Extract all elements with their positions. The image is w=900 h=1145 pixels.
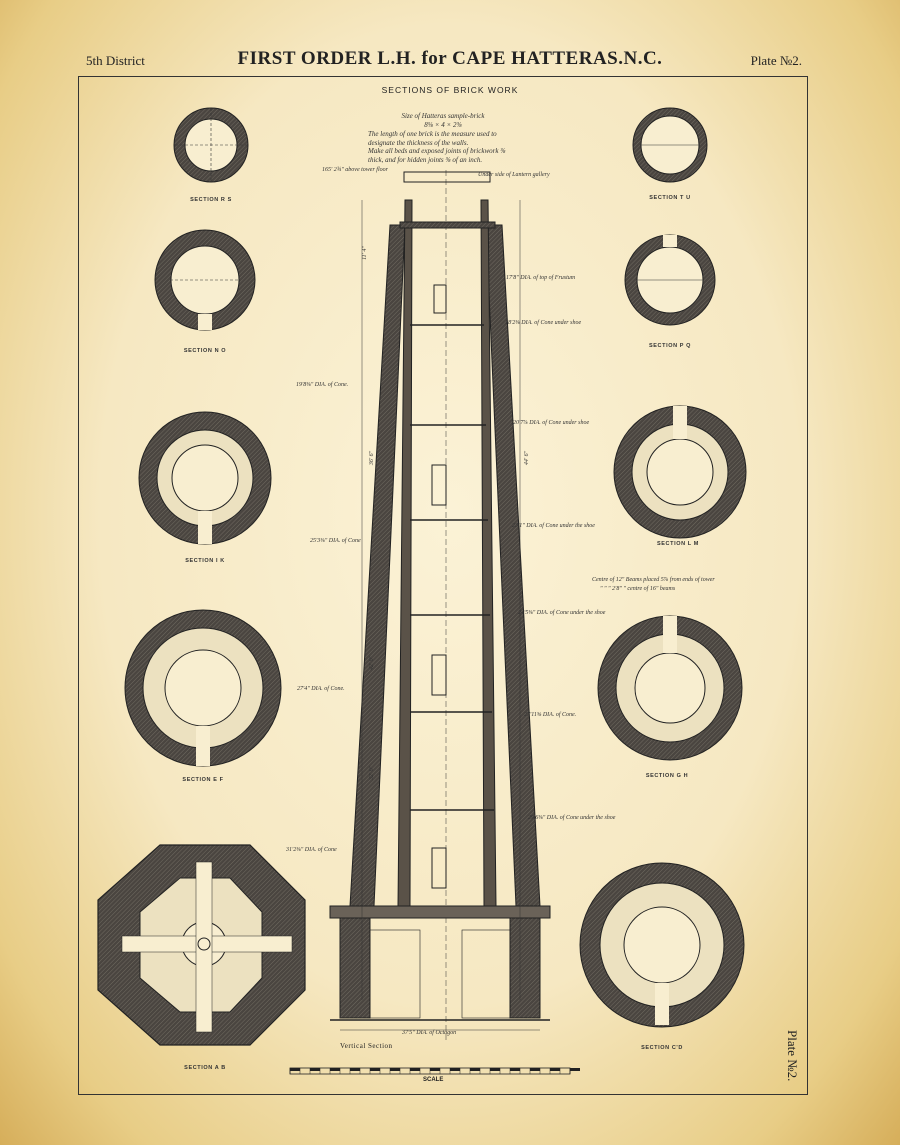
dim-36: 36' 6" — [369, 450, 376, 466]
dim-cone-shoe-2: 20'7⅞ DIA. of Cone under shoe — [513, 420, 590, 426]
brick-size-note: Size of Hatteras sample-brick 8⅝ × 4 × 2… — [378, 112, 508, 129]
district-label: 5th District — [86, 53, 145, 68]
dim-cone-27: 27'4" DIA. of Cone. — [297, 686, 345, 692]
section-pq-caption: SECTION P Q — [649, 343, 691, 349]
beams-note: Centre of 12" Beams placed 5⅞ from ends … — [592, 576, 715, 593]
scale-label: SCALE — [423, 1077, 444, 1083]
scale-bar — [289, 1067, 580, 1075]
section-lm-diagram — [613, 405, 747, 539]
dim-cone-19: 19'8⅝" DIA. of Cone. — [296, 382, 349, 388]
thickness-note-line: Make all beds and exposed joints of bric… — [368, 147, 506, 155]
section-gh-diagram — [597, 615, 743, 761]
scale-segment — [430, 1068, 440, 1071]
scale-segment — [310, 1068, 320, 1071]
dim-cone-27b: 27'11⅝ DIA. of Cone. — [524, 712, 577, 718]
section-no-diagram — [154, 229, 256, 331]
section-lm-caption: SECTION L M — [657, 541, 699, 547]
dim-32: 32' 0" — [369, 765, 376, 781]
plate-number: Plate №2. — [750, 53, 802, 68]
drawing-frame — [78, 76, 808, 1095]
scale-segment — [410, 1068, 420, 1071]
scale-segment — [570, 1068, 580, 1071]
section-rs-diagram — [173, 107, 249, 183]
dim-cone-shoe-5: 29'6⅝" DIA. of Cone under the shoe — [528, 815, 616, 821]
scale-segment — [470, 1068, 480, 1071]
dim-42: 42' 0" — [369, 655, 376, 671]
scale-segment — [350, 1068, 360, 1071]
dim-cone-shoe-1: 18'2⅝ DIA. of Cone under shoe — [505, 320, 582, 326]
scale-segment — [490, 1068, 500, 1071]
dim-frustum: 17'8" DIA. of top of Frustum — [506, 275, 576, 281]
vertical-section-label: Vertical Section — [340, 1042, 393, 1050]
thickness-note-line: The length of one brick is the measure u… — [368, 130, 497, 138]
subtitle: SECTIONS OF BRICK WORK — [381, 85, 519, 95]
scale-segment — [530, 1068, 540, 1071]
scale-segment — [510, 1068, 520, 1071]
dim-lantern: Under side of Lantern gallery — [478, 172, 550, 178]
section-rs-caption: SECTION R S — [190, 197, 232, 203]
scale-segment — [390, 1068, 400, 1071]
dim-44: 44' 6" — [524, 450, 531, 466]
section-ab-caption: SECTION A B — [184, 1065, 226, 1071]
section-cd-caption: SECTION C'D — [641, 1045, 683, 1051]
brick-size-title: Size of Hatteras sample-brick — [401, 112, 485, 120]
dim-octagon: 37'5" DIA. of Octagon — [402, 1030, 457, 1036]
dim-11: 11' 4" — [361, 246, 368, 260]
dim-above-floor: 165' 2¾" above tower floor — [322, 167, 388, 173]
section-pq-diagram — [624, 234, 716, 326]
scale-segment — [370, 1068, 380, 1071]
section-tu-caption: SECTION T U — [649, 195, 691, 201]
section-no-caption: SECTION N O — [183, 348, 227, 354]
dim-cone-25: 25'3⅝" DIA. of Cone — [310, 538, 361, 544]
dim-cone-shoe-3: 23'1" DIA. of Cone under the shoe — [512, 523, 595, 529]
beams-note-line: Centre of 12" Beams placed 5⅞ from ends … — [592, 577, 715, 583]
section-tu-diagram — [632, 107, 708, 183]
beams-note-line: " " " 2'8" " centre of 16" beams — [600, 585, 676, 592]
scale-segment — [290, 1068, 300, 1071]
scale-segment — [330, 1068, 340, 1071]
dim-cone-shoe-4: 24'5⅝" DIA. of Cone under the shoe — [518, 610, 606, 616]
section-ik-caption: SECTION I K — [185, 558, 225, 564]
thickness-note-line: designate the thickness of the walls. — [368, 138, 469, 147]
brick-size-value: 8⅝ × 4 × 2⅜ — [424, 120, 462, 129]
section-ef-caption: SECTION E F — [182, 777, 224, 783]
dim-cone-31: 31'2⅝" DIA. of Cone — [286, 847, 337, 853]
section-ik-diagram — [138, 411, 272, 545]
section-ab-diagram — [97, 844, 306, 1046]
scale-segment — [450, 1068, 460, 1071]
thickness-note-line: thick, and for hidden joints ⅜ of an inc… — [368, 155, 483, 164]
page-title: FIRST ORDER L.H. for CAPE HATTERAS.N.C. — [237, 48, 663, 69]
section-gh-caption: SECTION G H — [645, 773, 689, 779]
section-cd-diagram — [579, 862, 745, 1028]
section-ef-diagram — [124, 609, 282, 767]
scale-segment — [550, 1068, 560, 1071]
tower-vertical-section — [329, 170, 551, 1040]
thickness-note: The length of one brick is the measure u… — [368, 130, 505, 164]
